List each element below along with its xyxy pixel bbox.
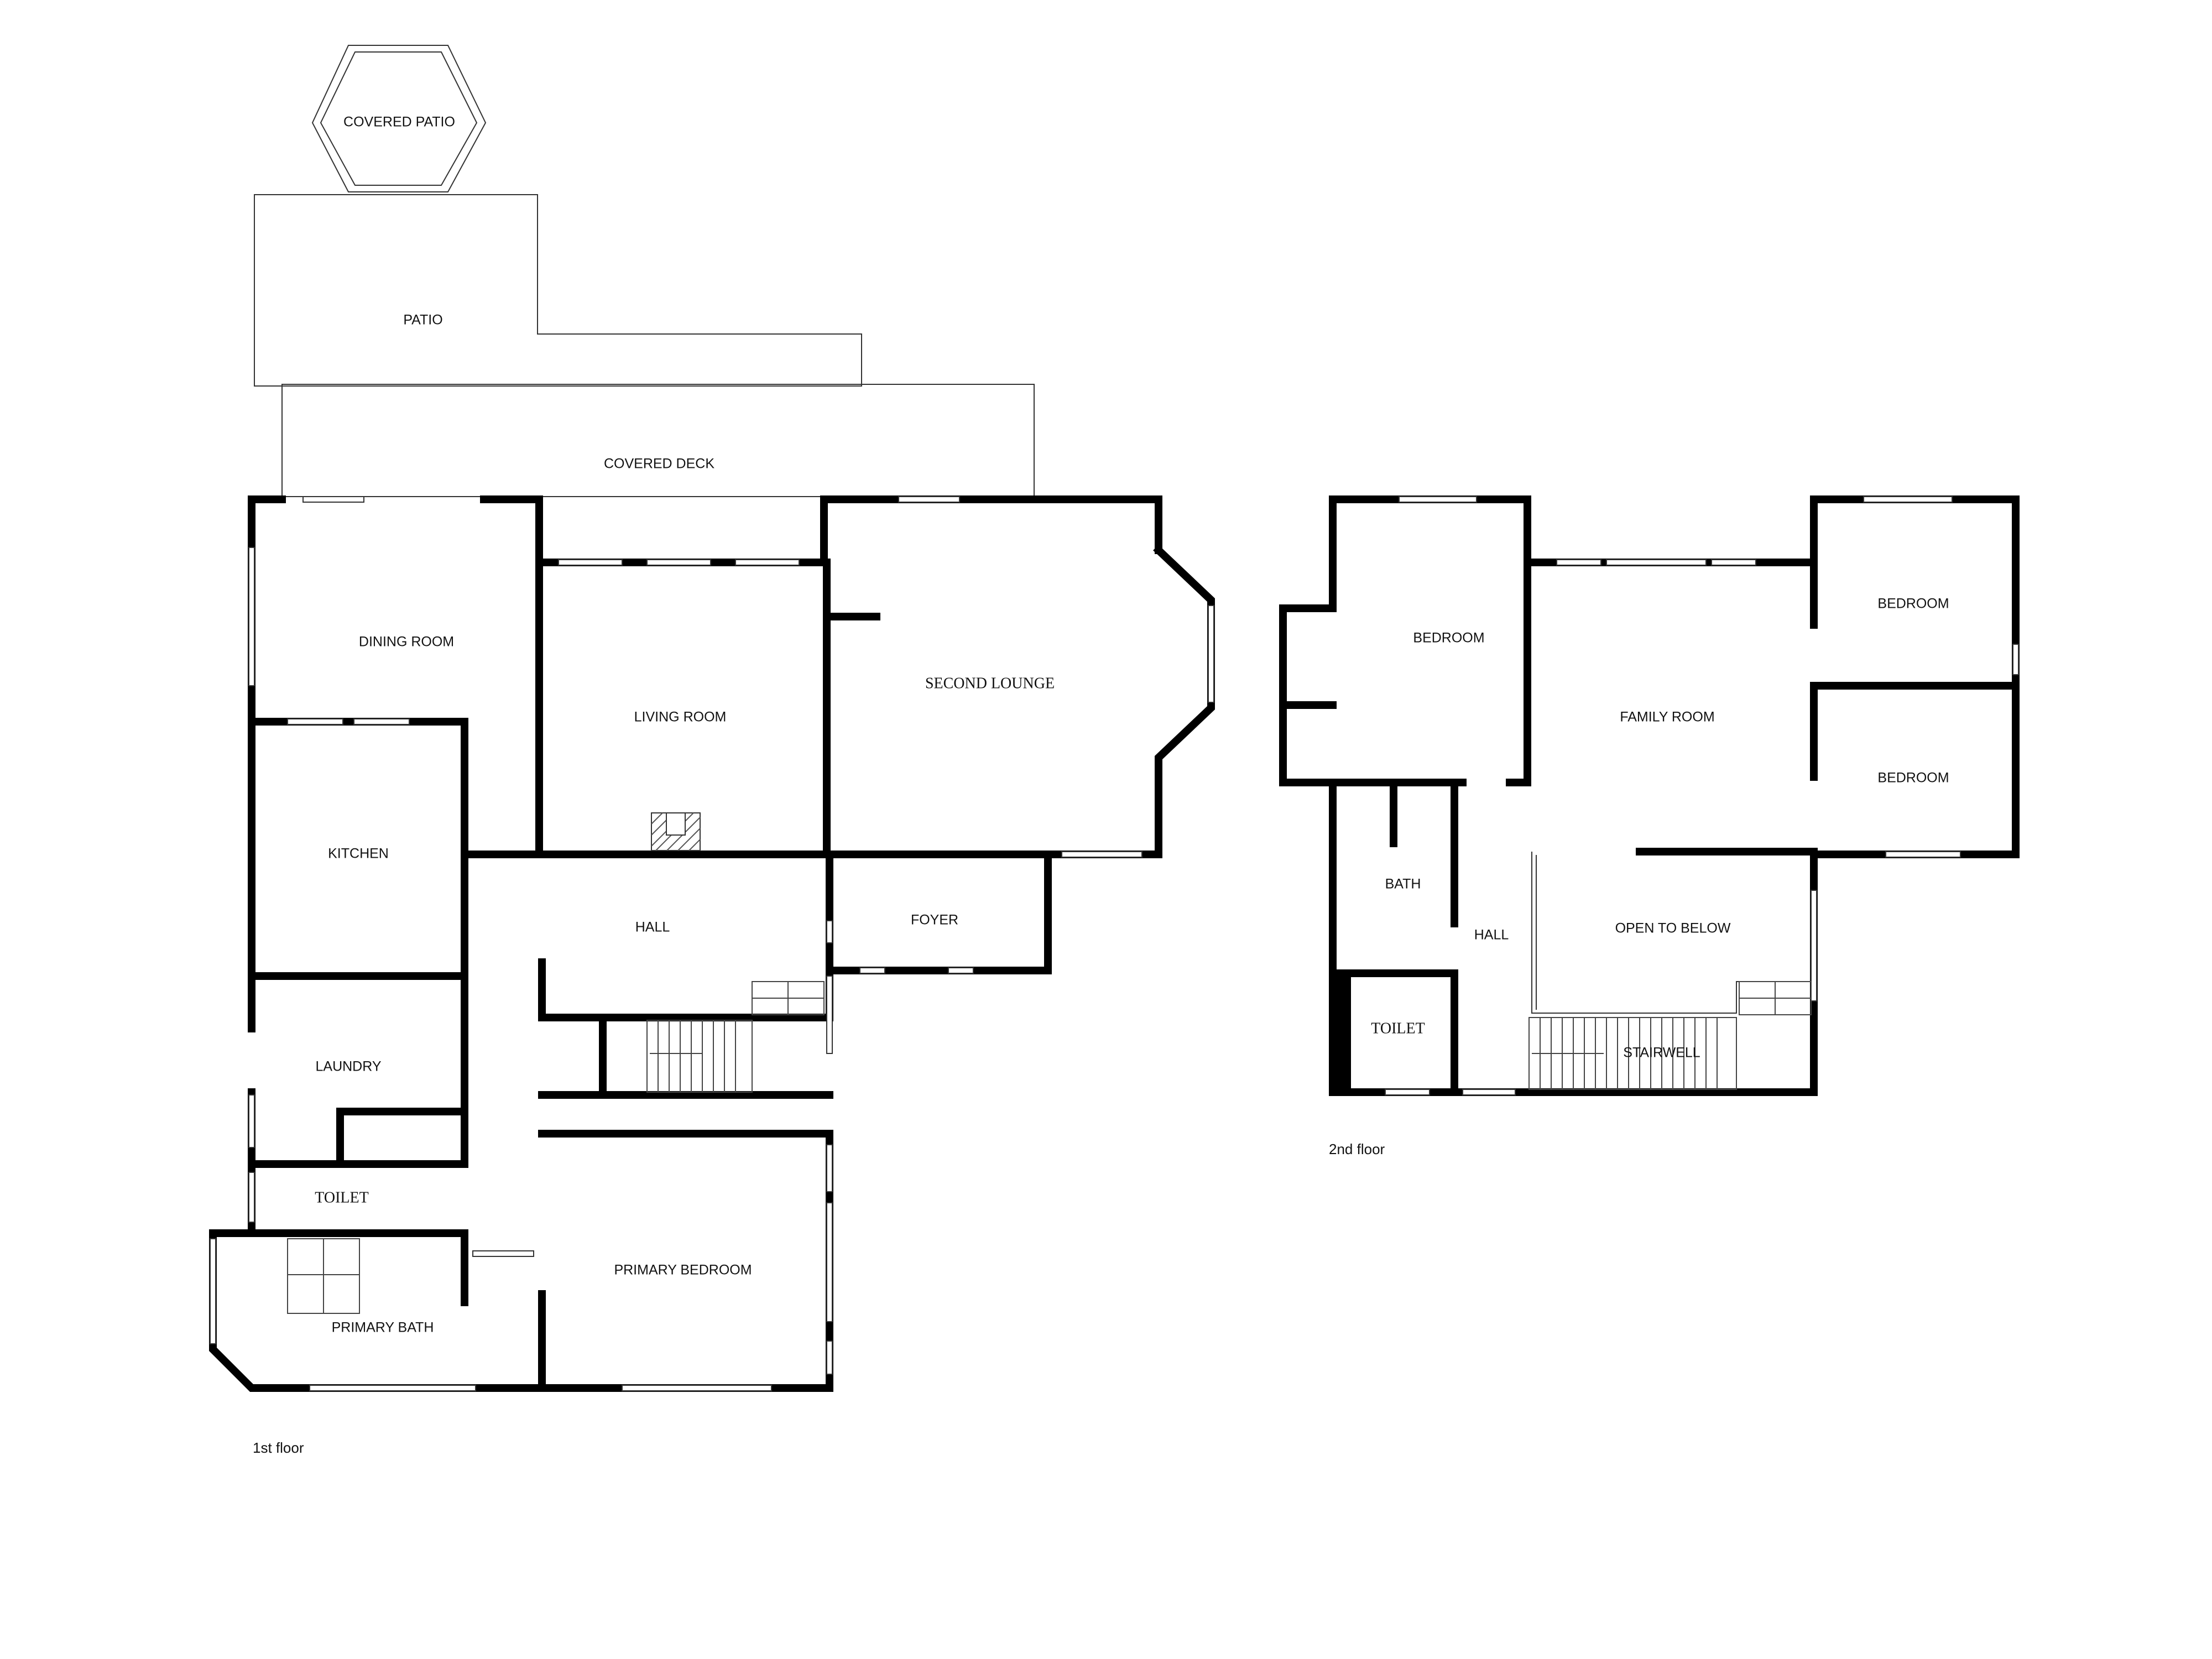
- second-floor-labels: BEDROOM FAMILY ROOM BEDROOM BEDROOM BATH…: [1329, 596, 1949, 1157]
- window: [1556, 559, 1601, 566]
- dining-north-wall: [480, 495, 1162, 566]
- room-label-bedroom-left: BEDROOM: [1413, 630, 1484, 646]
- room-label-family-room: FAMILY ROOM: [1620, 709, 1714, 725]
- room-label-second-lounge: SECOND LOUNGE: [925, 675, 1055, 692]
- first-floor-outdoor: [254, 45, 1035, 497]
- room-label-hall: HALL: [635, 920, 670, 935]
- bedroom-left-wall: [1329, 495, 2020, 858]
- second-floor-walls: [1279, 495, 2020, 1096]
- room-label-living-room: LIVING ROOM: [634, 709, 727, 725]
- west-wall: [248, 495, 286, 726]
- room-label-dining-room: DINING ROOM: [359, 634, 454, 650]
- covered-patio-inner-outline: [320, 51, 478, 186]
- lounge-bay-wall: [826, 545, 1215, 858]
- room-label-toilet-2nd: TOILET: [1371, 1020, 1425, 1037]
- first-floor-labels: COVERED PATIO PATIO COVERED DECK DINING …: [253, 114, 1055, 1456]
- second-floor-fixtures: [1528, 852, 1812, 1090]
- window: [1399, 496, 1477, 503]
- room-label-stairwell: STAIRWELL: [1623, 1045, 1700, 1061]
- window: [1208, 605, 1214, 703]
- foyer-wall: [826, 851, 1052, 974]
- room-label-kitchen: KITCHEN: [328, 846, 389, 862]
- window: [1885, 851, 1961, 858]
- living-south-wall: [535, 559, 833, 858]
- window: [826, 1202, 833, 1322]
- window: [353, 718, 410, 725]
- window: [2012, 644, 2019, 675]
- room-label-hall-2nd: HALL: [1474, 927, 1509, 943]
- window: [826, 1144, 833, 1192]
- fireplace-hearth: [666, 812, 686, 836]
- room-label-covered-patio: COVERED PATIO: [343, 114, 455, 130]
- window: [302, 496, 364, 503]
- window: [1811, 890, 1817, 1001]
- room-label-foyer: FOYER: [911, 912, 958, 928]
- first-floor-walls: [209, 495, 1215, 1392]
- room-label-covered-deck: COVERED DECK: [604, 456, 714, 472]
- floor-label-second: 2nd floor: [1329, 1141, 1385, 1157]
- primary-bedroom-wall: [538, 1130, 833, 1392]
- shower: [287, 1238, 360, 1314]
- window: [859, 967, 885, 974]
- covered-patio-outline: [311, 45, 487, 192]
- window: [1606, 559, 1707, 566]
- room-label-toilet: TOILET: [315, 1189, 368, 1206]
- room-label-bedroom-top-right: BEDROOM: [1877, 596, 1949, 612]
- covered-deck-outline: [281, 384, 1035, 497]
- window: [1863, 496, 1953, 503]
- first-floor-windows: [210, 496, 1214, 1391]
- window: [622, 1385, 772, 1391]
- window: [826, 975, 833, 1054]
- window: [472, 1250, 534, 1257]
- laundry-wall: [248, 972, 468, 1168]
- room-label-primary-bath: PRIMARY BATH: [332, 1320, 434, 1335]
- window: [558, 559, 623, 566]
- toilet-solid-wall: [1329, 973, 1351, 1092]
- room-label-patio: PATIO: [403, 312, 442, 328]
- window: [948, 967, 974, 974]
- room-label-laundry: LAUNDRY: [315, 1059, 381, 1074]
- window: [826, 920, 833, 943]
- window: [735, 559, 800, 566]
- window: [309, 1385, 476, 1391]
- room-label-bedroom-right: BEDROOM: [1877, 770, 1949, 786]
- toilet-wall: [248, 1229, 468, 1306]
- window: [1061, 851, 1142, 858]
- window: [248, 547, 255, 686]
- room-label-primary-bedroom: PRIMARY BEDROOM: [614, 1262, 752, 1278]
- room-label-bath: BATH: [1385, 877, 1421, 892]
- window: [1385, 1089, 1430, 1095]
- window: [898, 496, 960, 503]
- first-floor-fixtures: [287, 812, 825, 1314]
- window: [287, 718, 343, 725]
- window: [248, 1172, 255, 1223]
- window: [826, 1340, 833, 1375]
- window: [210, 1238, 216, 1344]
- first-floor-stairs: [646, 981, 825, 1093]
- room-label-open-to-below: OPEN TO BELOW: [1615, 921, 1731, 936]
- window: [1462, 1089, 1516, 1095]
- second-floor-stairs: [1528, 981, 1812, 1090]
- bedroom-left-east-wall: [1506, 559, 1531, 786]
- laundry-closet-wall: [336, 1108, 468, 1168]
- second-floor-windows: [1385, 496, 2019, 1095]
- floor-label-first: 1st floor: [253, 1439, 304, 1456]
- window: [248, 1094, 255, 1148]
- window: [646, 559, 711, 566]
- patio-outline: [254, 194, 862, 387]
- closet-wall: [1279, 604, 1337, 786]
- window: [1711, 559, 1756, 566]
